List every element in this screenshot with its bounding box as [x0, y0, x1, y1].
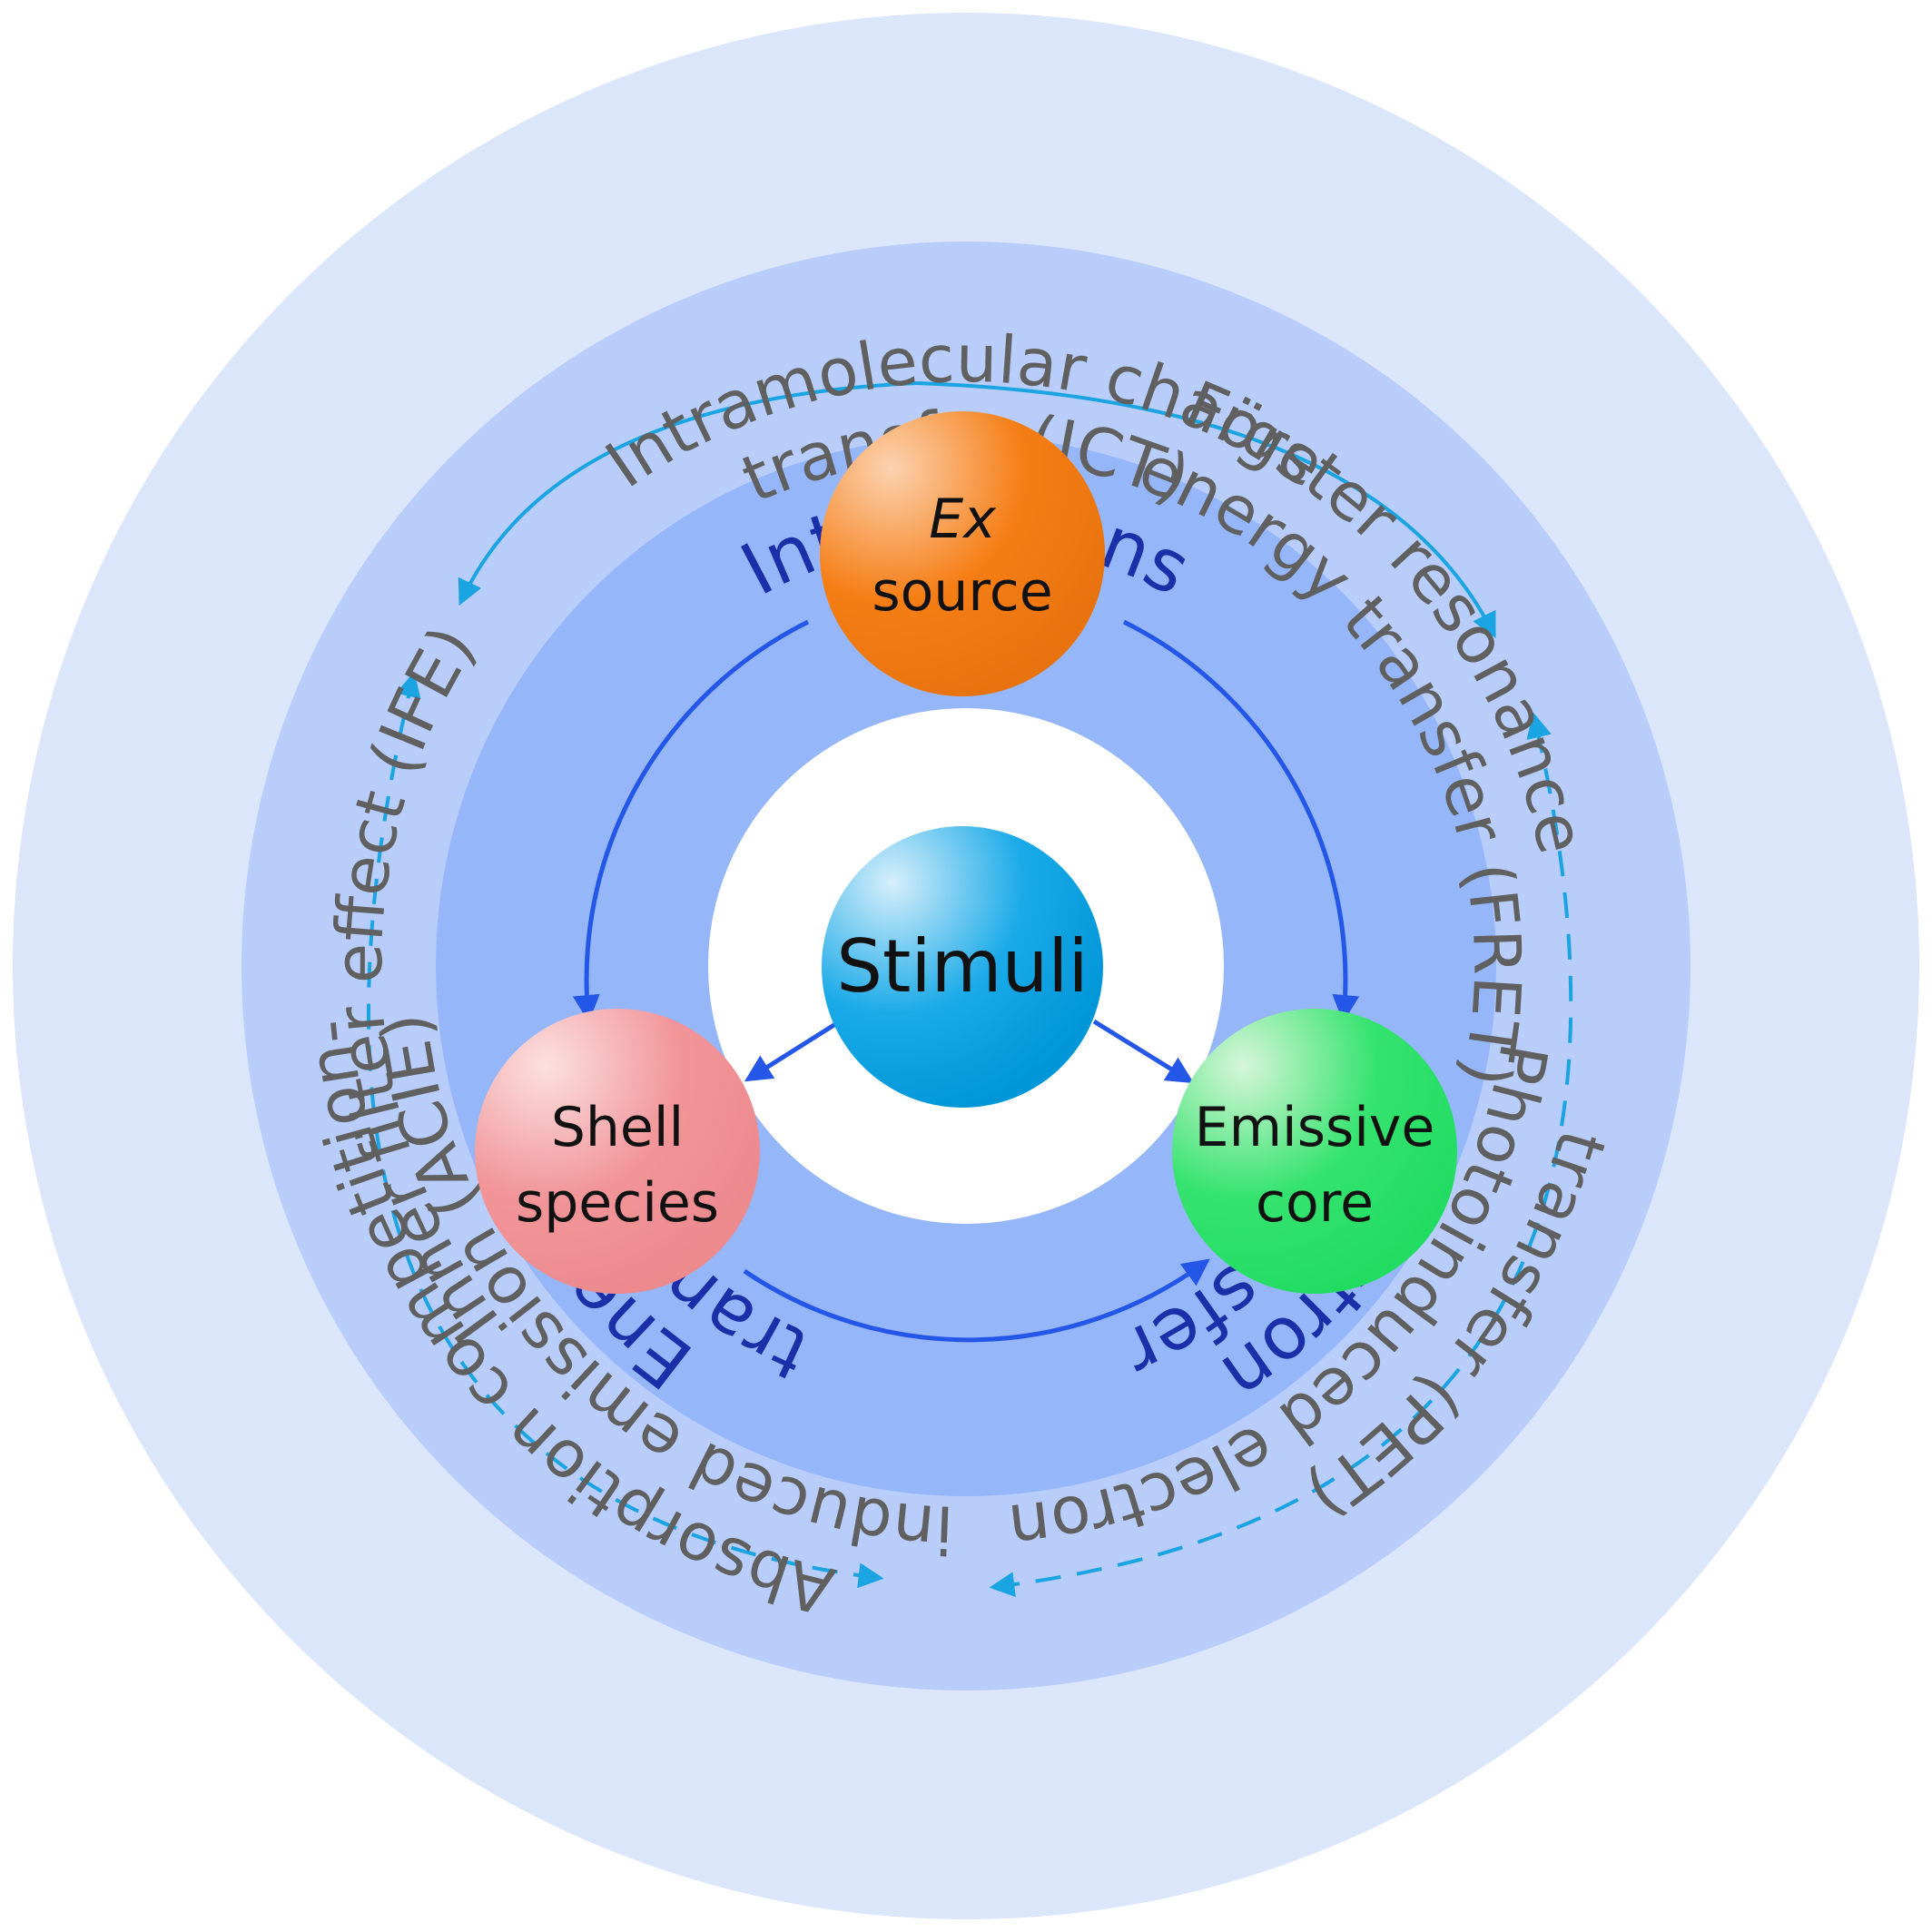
- node-shell-species: Shell species: [475, 1009, 760, 1294]
- node-species-label: species: [516, 1171, 719, 1235]
- arrow-interactions-arc-right: [916, 381, 1496, 638]
- node-ex-label: Ex: [929, 488, 996, 551]
- arrow-energy-dashed: [366, 671, 884, 1589]
- node-shell-label: Shell: [551, 1096, 684, 1159]
- node-emissive-label: Emissive: [1195, 1096, 1435, 1159]
- node-stimuli-label: Stimuli: [836, 924, 1088, 1009]
- arrow-electron-dashed: [989, 712, 1573, 1598]
- node-core-label: core: [1256, 1171, 1374, 1235]
- node-ex-source: Ex source: [820, 411, 1105, 696]
- node-stimuli: Stimuli: [822, 826, 1103, 1108]
- arrow-interactions-arc: [458, 381, 918, 606]
- node-source-label: source: [872, 560, 1052, 624]
- node-emissive-core: Emissive core: [1172, 1009, 1457, 1294]
